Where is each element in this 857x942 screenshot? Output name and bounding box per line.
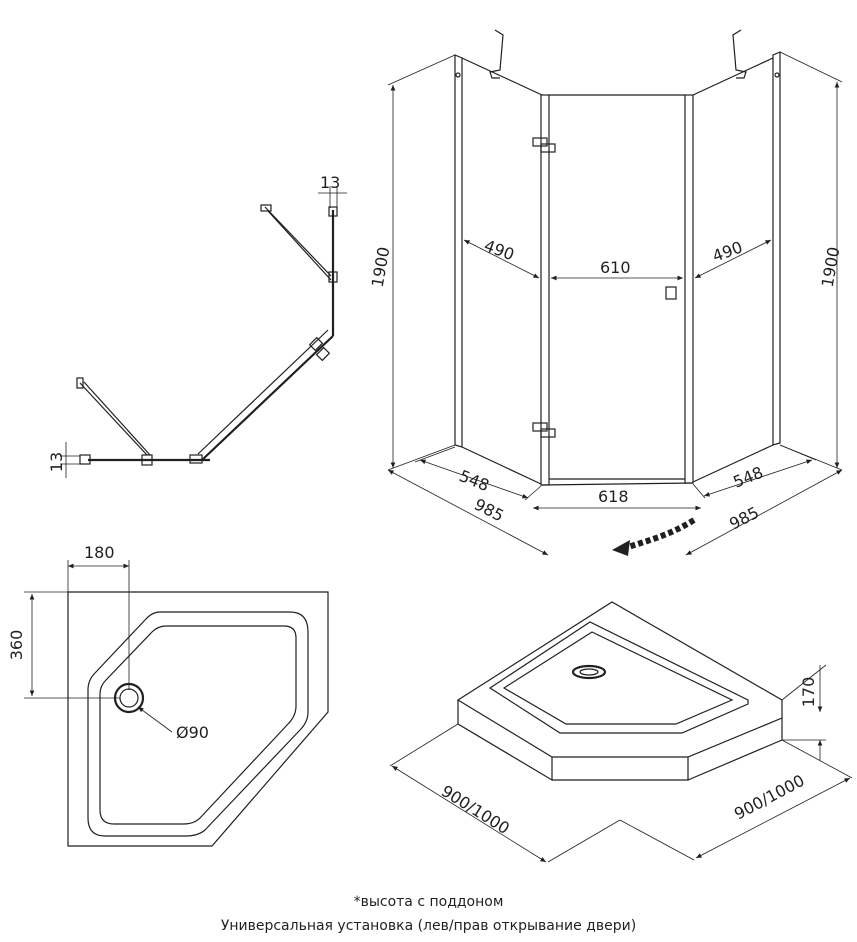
profile-plan-view: 13 13 xyxy=(47,173,347,478)
dim-tray-side-right: 900/1000 xyxy=(731,771,808,824)
door-opening-arrow-icon xyxy=(612,517,696,556)
dim-depth-right: 985 xyxy=(726,503,762,534)
dim-offset-x: 180 xyxy=(84,543,115,562)
note-installation: Универсальная установка (лев/прав открыв… xyxy=(220,918,637,934)
dim-panel-right: 490 xyxy=(710,237,745,265)
dim-front: 618 xyxy=(598,487,629,506)
dim-tray-side-left: 900/1000 xyxy=(438,781,513,838)
dim-base-right: 548 xyxy=(730,463,765,492)
dim-13-left: 13 xyxy=(47,452,66,472)
dim-13-top: 13 xyxy=(320,173,340,192)
cabin-3d-view: 1900 1900 490 610 490 548 548 618 985 98… xyxy=(368,29,844,556)
dim-height-right: 1900 xyxy=(818,245,844,288)
tray-plan-view: 180 360 Ø90 xyxy=(7,543,329,847)
dim-drain: Ø90 xyxy=(176,723,209,742)
dim-panel-left: 490 xyxy=(482,236,517,264)
dim-depth-left: 985 xyxy=(471,495,507,526)
tray-drain-icon xyxy=(571,664,607,680)
dim-offset-y: 360 xyxy=(7,630,26,661)
dim-height-left: 1900 xyxy=(368,245,394,288)
dim-tray-height: 170 xyxy=(799,677,818,708)
dim-door: 610 xyxy=(600,258,631,277)
dim-base-left: 548 xyxy=(457,466,492,495)
note-height: *высота с поддоном xyxy=(353,894,504,910)
tray-3d-view: 170 900/1000 900/1000 xyxy=(389,601,853,863)
